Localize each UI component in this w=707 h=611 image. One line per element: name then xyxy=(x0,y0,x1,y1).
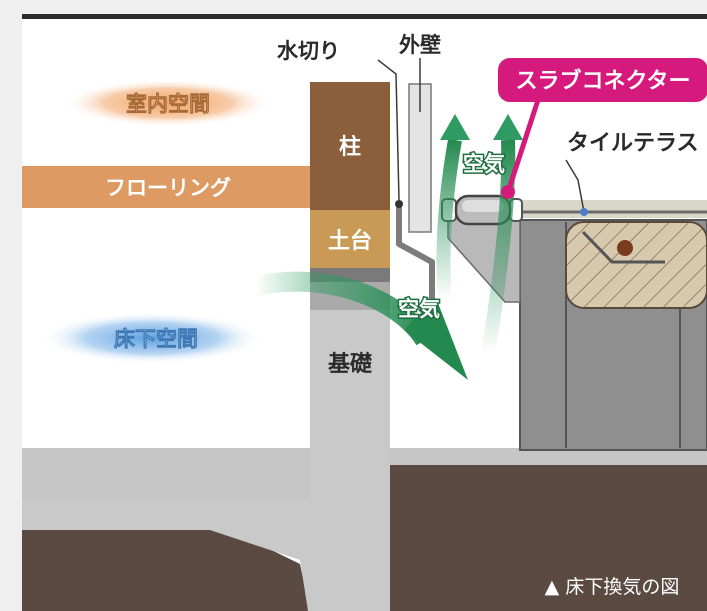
flashing-label: 水切り xyxy=(277,39,340,63)
top-frame-line xyxy=(22,14,707,19)
tile-terrace-label: タイルテラス xyxy=(567,131,699,156)
terrace-concrete xyxy=(565,221,707,309)
flashing xyxy=(396,206,435,315)
flooring-band xyxy=(22,166,310,208)
flooring-label: フローリング xyxy=(105,176,231,200)
ground-left xyxy=(22,520,310,611)
tile-terrace-leader xyxy=(565,159,585,213)
foundation-label: 基礎 xyxy=(328,351,373,377)
sill-label: 土台 xyxy=(328,228,372,254)
underfloor-space-glow xyxy=(40,312,264,364)
air-arrow-horizontal xyxy=(252,271,468,380)
flashing-leader xyxy=(377,59,400,201)
foundation xyxy=(310,310,390,610)
column xyxy=(310,82,390,210)
indoor-space-glow xyxy=(63,79,273,127)
rebar xyxy=(617,240,633,256)
diagram-caption: ▲ 床下換気の図 xyxy=(545,576,680,598)
underfloor-space-label: 床下空間 xyxy=(114,327,198,351)
connector-leader xyxy=(505,99,541,193)
outer-wall-label: 外壁 xyxy=(399,33,441,57)
column-label: 柱 xyxy=(339,135,361,160)
indoor-space-label: 室内空間 xyxy=(126,92,210,116)
flashing-pin xyxy=(395,200,403,208)
air-arrow-up-left xyxy=(436,114,470,301)
air-arrow-up-right xyxy=(481,114,523,356)
slab-connector-callout xyxy=(498,58,707,102)
sill xyxy=(310,210,390,268)
air-label-top: 空気 xyxy=(463,152,505,176)
foundation-wall xyxy=(22,310,390,611)
air-label-bottom: 空気 xyxy=(398,297,440,321)
slab-connector-label: スラブコネクター xyxy=(515,68,690,94)
